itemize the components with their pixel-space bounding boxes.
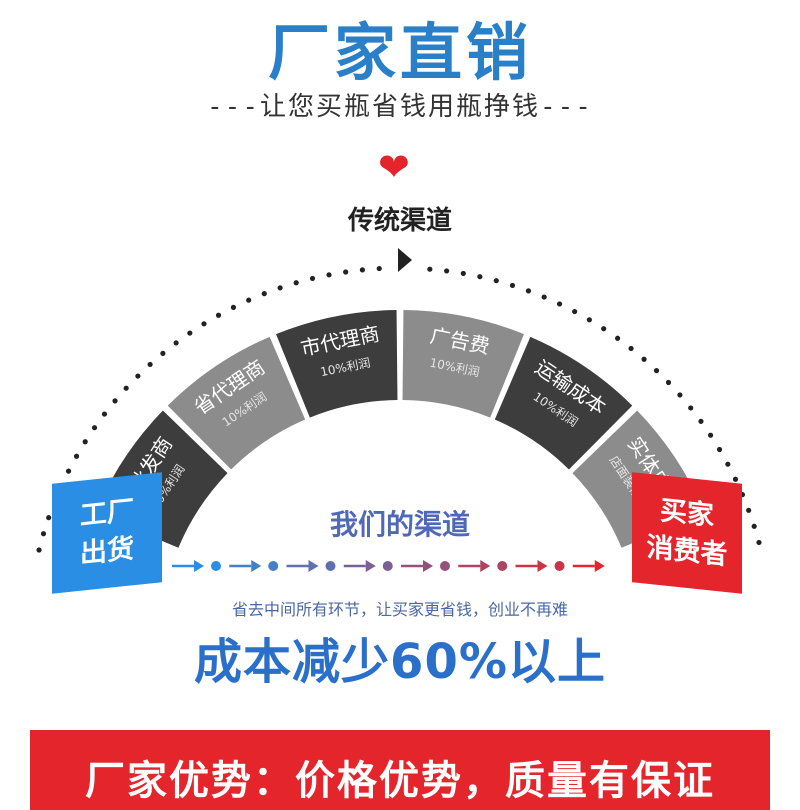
flow-arrow-icon bbox=[594, 560, 605, 572]
our-channel-label: 我们的渠道 bbox=[329, 508, 470, 541]
arc-dot bbox=[746, 507, 752, 513]
flow-dot bbox=[325, 561, 336, 571]
arc-dot bbox=[147, 361, 153, 368]
flow-arrow-icon bbox=[194, 560, 204, 572]
arc-dot bbox=[277, 285, 283, 291]
arc-dot bbox=[756, 539, 762, 546]
heart-icon: ❤ bbox=[378, 145, 410, 189]
arc-dot bbox=[215, 312, 222, 318]
arc-segment bbox=[167, 336, 306, 470]
arc-dot bbox=[677, 392, 683, 398]
arc-dot bbox=[732, 476, 739, 482]
arc-dot bbox=[46, 515, 52, 521]
arc-dot bbox=[444, 268, 450, 274]
arc-dot bbox=[525, 288, 532, 294]
arc-dot bbox=[665, 379, 672, 386]
dotted-arc bbox=[36, 265, 762, 553]
advantage-banner-text: 厂家优势：价格优势，质量有保证 bbox=[85, 758, 715, 804]
arc-dot bbox=[572, 308, 578, 315]
arc-dot bbox=[326, 272, 332, 278]
arc-dot bbox=[376, 265, 382, 272]
arc-dot bbox=[82, 439, 88, 445]
arc-dot bbox=[707, 432, 714, 438]
flow-arrow-icon bbox=[423, 560, 433, 572]
arc-dot bbox=[173, 340, 179, 346]
arc-dot bbox=[509, 282, 516, 289]
arc-dot bbox=[40, 531, 47, 537]
arc-dot bbox=[601, 326, 607, 332]
arc-dot bbox=[359, 267, 366, 273]
advantage-banner bbox=[30, 730, 770, 810]
arc-dot bbox=[187, 330, 193, 336]
arc-dot bbox=[688, 405, 694, 411]
arc-dot bbox=[725, 461, 731, 467]
arc-dot bbox=[493, 278, 499, 284]
arc-dot bbox=[65, 468, 72, 474]
arc-dot bbox=[309, 275, 316, 282]
flow-dot bbox=[268, 561, 279, 571]
arc-dot bbox=[615, 335, 621, 341]
arc-dot bbox=[123, 385, 129, 391]
flow-arrows bbox=[172, 560, 605, 572]
arc-dot bbox=[201, 321, 207, 327]
arc-segment bbox=[494, 336, 633, 470]
flow-arrow-icon bbox=[365, 560, 376, 572]
arc-dot bbox=[751, 523, 757, 529]
arc-dot bbox=[343, 269, 349, 275]
flow-dot bbox=[211, 561, 221, 571]
arc-dot bbox=[261, 291, 267, 297]
flow-arrow-icon bbox=[251, 560, 262, 572]
traditional-channel-label: 传统渠道 bbox=[347, 206, 452, 236]
arc-dot bbox=[230, 304, 237, 310]
arc-dot bbox=[556, 301, 563, 307]
arc-dot bbox=[698, 418, 704, 424]
flow-dot bbox=[440, 561, 450, 571]
flow-dot bbox=[382, 561, 393, 571]
arc-dot bbox=[36, 547, 42, 553]
arc-dot bbox=[135, 373, 141, 379]
arc-dot bbox=[246, 297, 252, 303]
arc-dot bbox=[477, 274, 483, 280]
arc-dot bbox=[586, 317, 592, 323]
flow-arrow-icon bbox=[537, 560, 548, 572]
cost-text: 成本减少60%以上 bbox=[194, 634, 606, 690]
flow-arrow-icon bbox=[480, 560, 491, 572]
arc-dot bbox=[293, 280, 299, 286]
arc-dot bbox=[73, 453, 80, 459]
channel-description: 省去中间所有环节，让买家更省钱，创业不再难 bbox=[231, 600, 568, 619]
page-subtitle: ---让您买瓶省钱用瓶挣钱--- bbox=[207, 92, 593, 122]
arc-dot bbox=[653, 368, 660, 374]
arc-dot bbox=[112, 398, 118, 404]
arc-dot bbox=[101, 411, 108, 417]
flow-dot bbox=[497, 561, 508, 571]
arc-dot bbox=[160, 350, 166, 356]
cost-reduction-text: 成本减少60%以上 bbox=[0, 622, 800, 692]
arc-dot bbox=[460, 270, 466, 277]
arc-dot bbox=[91, 425, 98, 431]
arc-segment bbox=[276, 310, 398, 418]
flow-arrow-icon bbox=[308, 560, 319, 572]
arc-dot bbox=[628, 345, 634, 352]
arc-arrow-icon bbox=[398, 248, 412, 272]
page-title: 厂家直销 bbox=[267, 16, 532, 89]
arc-dot bbox=[541, 294, 547, 300]
flow-dot bbox=[554, 561, 565, 571]
arc-dot bbox=[427, 266, 433, 272]
arc-dot bbox=[716, 446, 723, 453]
arc-segment bbox=[402, 310, 524, 418]
arc-dot bbox=[641, 356, 647, 362]
